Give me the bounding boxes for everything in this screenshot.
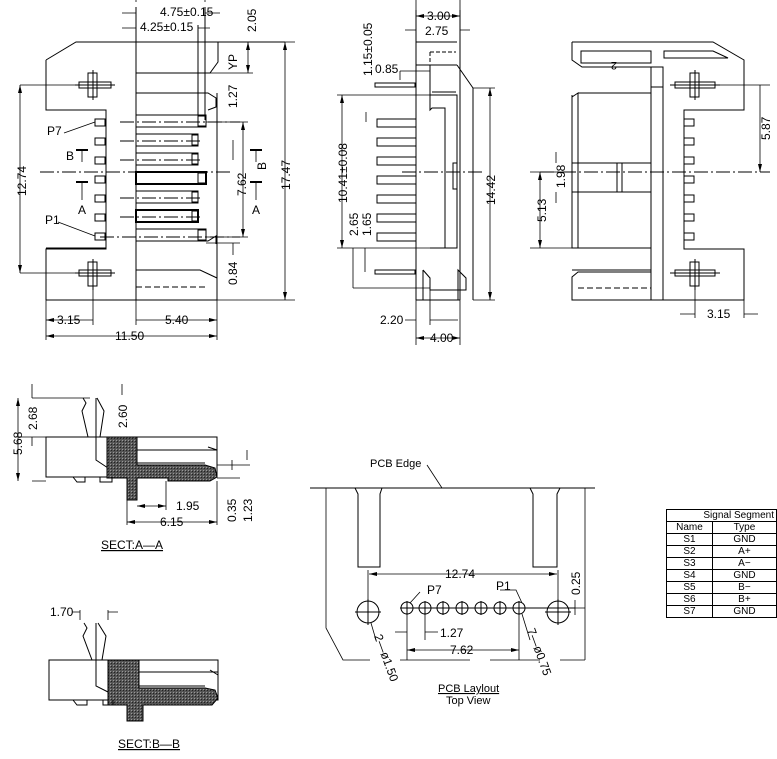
signal-type: GND: [711, 533, 777, 546]
signal-name: S3: [666, 557, 713, 570]
back-pins: [683, 118, 695, 241]
pcb-dim-pin-span: 7.62: [450, 643, 474, 657]
dim-overall-width: 11.50: [115, 329, 144, 343]
dim-peg-w: 2.20: [380, 313, 404, 327]
dim-slot-width: 1.98: [554, 164, 568, 188]
signal-type: GND: [711, 569, 777, 582]
dim-top-offset: 2.05: [245, 8, 259, 32]
section-b-right: B: [255, 162, 269, 170]
dim-aa-total-height: 5.68: [11, 431, 25, 455]
section-aa-title: SECT:A—A: [101, 538, 163, 552]
label-yp: YP: [226, 54, 240, 70]
pcb-dim-peg-holes: 2—ø1.50: [371, 632, 401, 683]
label-number: 2: [611, 59, 617, 71]
signal-type: GND: [711, 605, 777, 618]
pcb-dim-pitch: 1.27: [440, 626, 464, 640]
section-b-left: B: [66, 149, 74, 163]
pcb-dim-peg-span: 12.74: [445, 567, 475, 581]
pcb-label-p7: P7: [427, 583, 442, 597]
pins-left: [94, 118, 106, 241]
dim-back-peg-offset: 3.15: [707, 307, 731, 321]
section-bb-title: SECT:B—B: [118, 737, 180, 751]
section-a-right: A: [252, 203, 260, 217]
signal-table-header-type: Type: [711, 521, 777, 534]
side-pins: [376, 118, 417, 242]
label-p7: P7: [47, 124, 62, 138]
dim-body-height: 10.41±0.08: [336, 143, 350, 203]
pcb-dim-edge-offset: 0.25: [569, 571, 583, 595]
pcb-layout-title: PCB Laylout: [438, 683, 499, 695]
dim-peg-h1: 2.65: [347, 212, 361, 236]
signal-name: S2: [666, 545, 713, 558]
dim-aa-pin-height2: 2.60: [116, 404, 130, 428]
dim-aa-offset: 1.95: [176, 499, 200, 513]
dim-pin-offset: 0.85: [375, 62, 399, 76]
dim-width-top-inner: 4.25±0.15: [140, 20, 194, 34]
side-view: 3.00 2.75 1.15±0.05 0.85 10.41±0.08 14.4…: [336, 0, 498, 345]
signal-table-title: Signal Segment: [666, 509, 777, 522]
back-peg-bottom: [670, 259, 720, 290]
peg-bottom: [75, 259, 115, 290]
dim-peg-offset: 3.15: [57, 313, 81, 327]
dim-height-total: 17.47: [279, 160, 293, 190]
dim-slot-offset: 5.13: [535, 198, 549, 222]
dim-peg-span: 12.74: [15, 166, 29, 196]
dim-width-top-outer: 4.75±0.15: [160, 5, 214, 19]
signal-type: A+: [711, 545, 777, 558]
signal-name: S7: [666, 605, 713, 618]
dim-aa-thickness2: 1.23: [241, 498, 255, 522]
pin-holes: [400, 601, 575, 615]
signal-name: S6: [666, 593, 713, 606]
dim-bb-pin-width: 1.70: [50, 605, 74, 619]
dim-depth: 4.00: [430, 331, 454, 345]
section-bb: 1.70 SECT:B—B: [48, 605, 219, 751]
signal-table-header-name: Name: [666, 521, 713, 534]
dim-aa-pin-height: 2.68: [26, 406, 40, 430]
dim-peg-h2: 1.65: [360, 212, 374, 236]
pcb-layout-subtitle: Top View: [446, 695, 490, 707]
front-view: 4.75±0.15 4.25±0.15 2.05 YP 1.27 7.62 17…: [15, 0, 295, 343]
signal-type: B+: [711, 593, 777, 606]
signal-name: S4: [666, 569, 713, 582]
label-p1: P1: [45, 213, 60, 227]
pcb-edge-label: PCB Edge: [370, 458, 421, 470]
dim-body-width: 5.40: [165, 313, 189, 327]
pcb-dim-pin-holes: 7—ø0.75: [524, 626, 554, 677]
dim-total-height: 14.42: [484, 175, 498, 205]
dim-aa-thickness1: 0.35: [225, 498, 239, 522]
dim-side-width-outer: 3.00: [427, 9, 451, 23]
dim-side-width-inner: 2.75: [425, 24, 449, 38]
dim-bottom-offset: 0.84: [226, 261, 240, 285]
section-a-left: A: [78, 203, 86, 217]
back-view: 2 5.87 1.98 5.13 3.15: [530, 41, 773, 321]
signal-name: S5: [666, 581, 713, 594]
signal-name: S1: [666, 533, 713, 546]
peg-holes: [355, 599, 571, 625]
dim-peg-center: 5.87: [759, 116, 773, 140]
dim-pin-span: 7.62: [235, 172, 249, 196]
dim-pin-height: 1.15±0.05: [361, 22, 375, 76]
dim-pitch: 1.27: [226, 84, 240, 108]
pcb-label-p1: P1: [496, 579, 511, 593]
pin-slots: [135, 114, 207, 242]
section-aa: 5.68 2.68 2.60 1.95 6.15 0.35 1.23 SECT:…: [11, 384, 255, 552]
dim-aa-length: 6.15: [160, 515, 184, 529]
signal-type: B−: [711, 581, 777, 594]
pcb-layout: PCB Edge 12.74 0.25 P7 P1 1.27 7.6: [310, 458, 595, 707]
signal-type: A−: [711, 557, 777, 570]
